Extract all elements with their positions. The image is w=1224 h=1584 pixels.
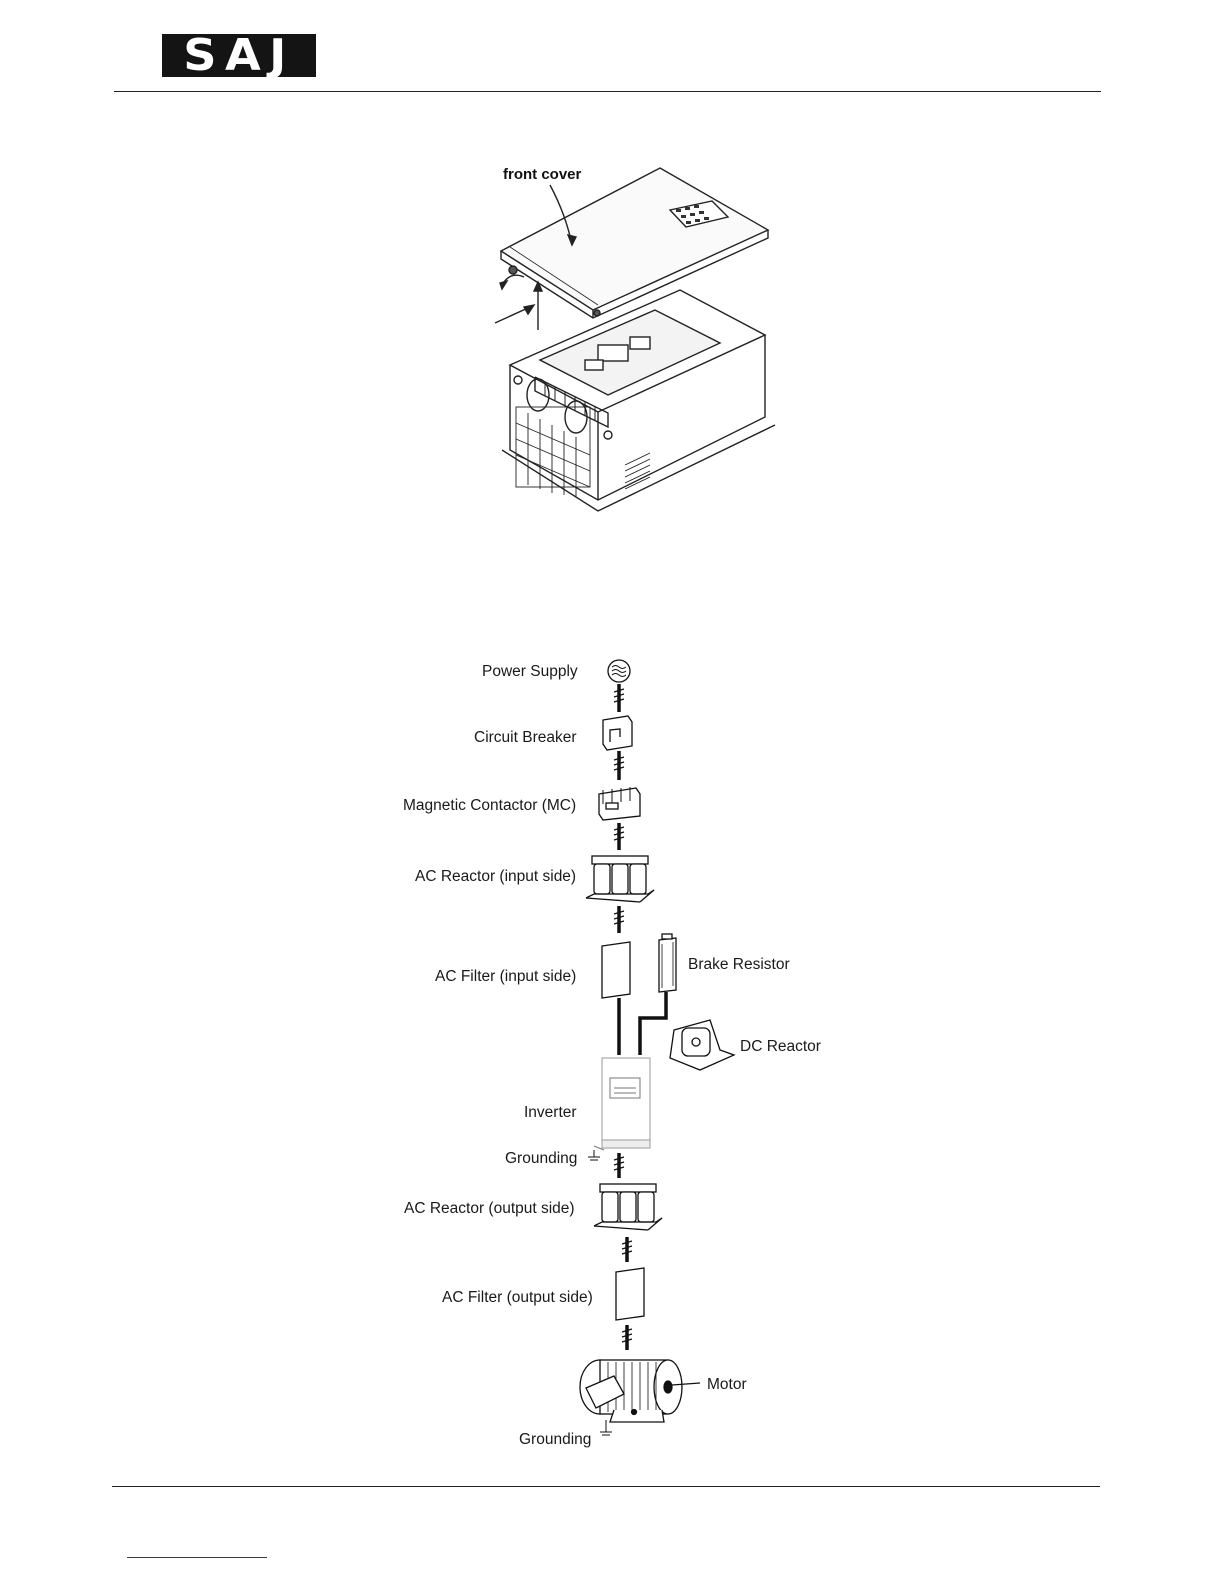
footer-rule	[112, 1486, 1100, 1487]
power-supply-icon	[608, 660, 630, 682]
label-dc-reactor: DC Reactor	[740, 1038, 821, 1056]
label-power-supply: Power Supply	[482, 663, 578, 681]
label-magnetic-contactor: Magnetic Contactor (MC)	[403, 797, 576, 815]
label-ac-reactor-output: AC Reactor (output side)	[404, 1200, 575, 1218]
label-grounding-motor: Grounding	[519, 1431, 591, 1449]
front-cover-callout: front cover	[503, 166, 582, 183]
ac-reactor-input-icon	[586, 856, 654, 902]
saj-logo: SAJ	[162, 34, 316, 77]
label-circuit-breaker: Circuit Breaker	[474, 729, 577, 747]
ac-filter-input-icon	[602, 942, 630, 998]
label-ac-filter-output: AC Filter (output side)	[442, 1289, 593, 1307]
dc-reactor-icon	[670, 1020, 734, 1070]
ac-filter-output-icon	[616, 1268, 644, 1320]
motor-icon	[580, 1360, 700, 1422]
footer-link-underline[interactable]	[127, 1557, 267, 1558]
label-grounding-inverter: Grounding	[505, 1150, 577, 1168]
grounding-inverter-icon	[588, 1150, 600, 1160]
label-ac-reactor-input: AC Reactor (input side)	[415, 868, 576, 886]
label-motor: Motor	[707, 1376, 747, 1394]
inverter-icon	[594, 1058, 650, 1150]
header-rule	[114, 91, 1101, 92]
label-inverter: Inverter	[524, 1104, 577, 1122]
front-cover-removal-illustration: front cover	[480, 155, 790, 525]
circuit-breaker-icon	[603, 716, 632, 750]
magnetic-contactor-icon	[599, 787, 640, 820]
ac-reactor-output-icon	[594, 1184, 662, 1230]
logo-text: SAJ	[162, 35, 316, 77]
label-brake-resistor: Brake Resistor	[688, 956, 790, 974]
brake-resistor-icon	[659, 934, 676, 992]
label-ac-filter-input: AC Filter (input side)	[435, 968, 576, 986]
